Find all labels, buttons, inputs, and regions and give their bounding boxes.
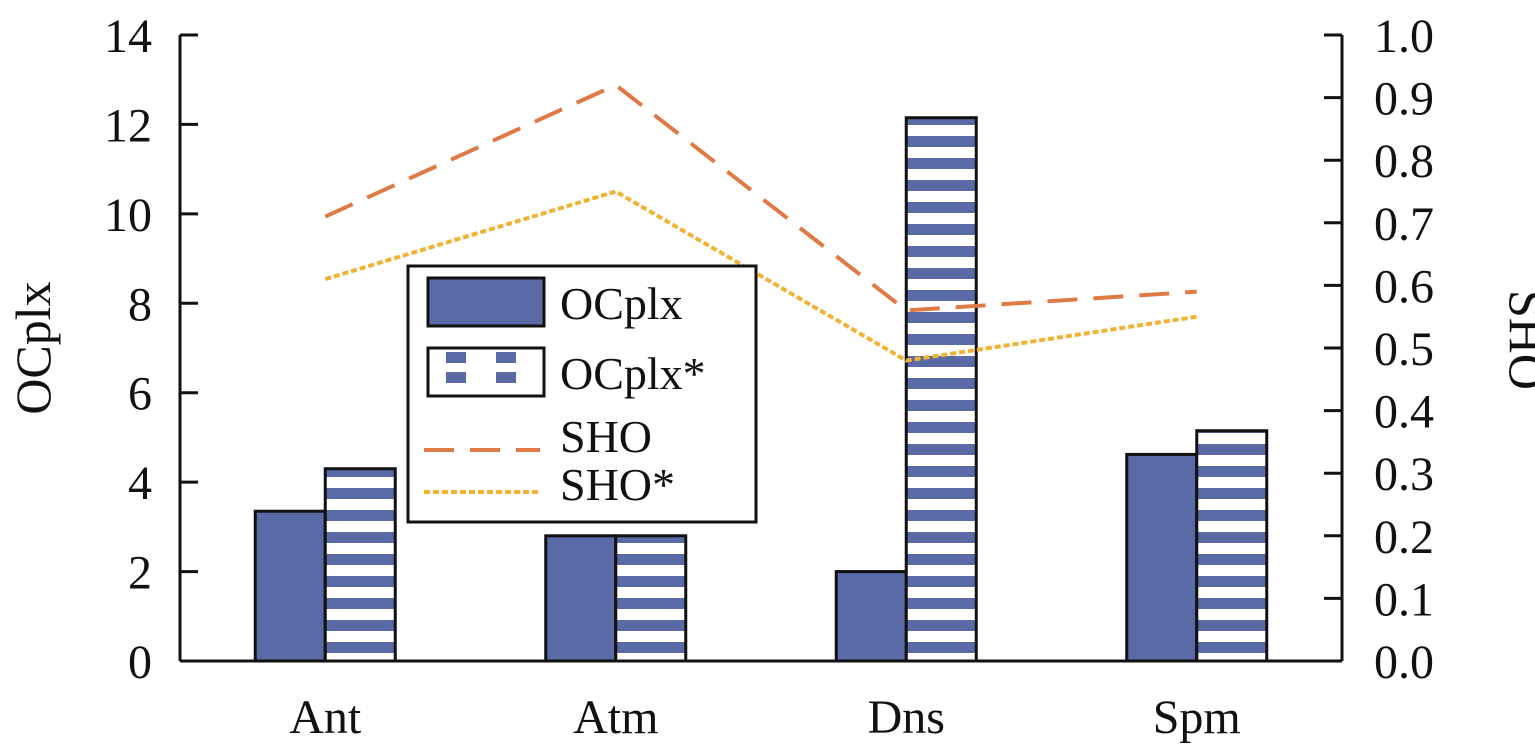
y-right-tick-label: 0.0 bbox=[1374, 636, 1434, 689]
y-left-tick-label: 2 bbox=[128, 547, 152, 600]
y-right-tick-label: 0.7 bbox=[1374, 198, 1434, 251]
line-sho-star bbox=[324, 189, 1198, 363]
x-tick-label: Ant bbox=[289, 691, 362, 744]
y-right-tick-label: 0.1 bbox=[1374, 573, 1434, 626]
legend: OCplx OCplx* SHO SHO* bbox=[406, 264, 758, 524]
line-sho bbox=[324, 82, 1197, 313]
bar-ocplx-star-dns bbox=[904, 116, 978, 663]
legend-label-ocplx: OCplx bbox=[560, 278, 683, 329]
legend-label-ocplx-star: OCplx* bbox=[560, 348, 706, 399]
y-right-tick-label: 0.3 bbox=[1374, 448, 1434, 501]
y-left-axis-title: OCplx bbox=[5, 281, 61, 414]
bar-ocplx-dns bbox=[834, 570, 908, 663]
legend-swatch-ocplx-star-dash-4 bbox=[496, 372, 516, 383]
bar-ocplx-star-spm bbox=[1195, 429, 1269, 663]
bar-ocplx-ant bbox=[253, 509, 327, 663]
bar-ocplx-star-ant bbox=[323, 467, 397, 663]
y-left-tick-label: 14 bbox=[104, 10, 152, 63]
legend-swatch-ocplx-star-dash-1 bbox=[446, 352, 466, 363]
x-tick-label: Atm bbox=[573, 691, 658, 744]
y-left-tick-label: 8 bbox=[128, 278, 152, 331]
y-right-axis-title: SHO bbox=[1499, 290, 1535, 390]
x-tick-label: Spm bbox=[1153, 691, 1241, 744]
bar-ocplx-spm bbox=[1125, 452, 1199, 663]
y-right-tick-label: 0.9 bbox=[1374, 73, 1434, 126]
y-left-tick-label: 0 bbox=[128, 636, 152, 689]
y-right-tick-label: 0.8 bbox=[1374, 135, 1434, 188]
legend-label-sho: SHO bbox=[560, 411, 652, 462]
y-right-tick-label: 0.5 bbox=[1374, 323, 1434, 376]
x-tick-label: Dns bbox=[868, 691, 945, 744]
legend-label-sho-star: SHO* bbox=[560, 459, 675, 510]
legend-swatch-ocplx-star-dash-3 bbox=[446, 372, 466, 383]
y-right-tick-label: 1.0 bbox=[1374, 10, 1434, 63]
legend-swatch-ocplx bbox=[426, 276, 546, 328]
bar-ocplx-star-atm bbox=[614, 534, 688, 663]
y-left-tick-label: 6 bbox=[128, 368, 152, 421]
y-right-tick-label: 0.2 bbox=[1374, 511, 1434, 564]
y-left-tick-label: 10 bbox=[104, 189, 152, 242]
y-right-tick-label: 0.6 bbox=[1374, 260, 1434, 313]
y-right-tick-label: 0.4 bbox=[1374, 386, 1434, 439]
legend-swatch-ocplx-star-dash-2 bbox=[496, 352, 516, 363]
y-left-tick-label: 4 bbox=[128, 457, 152, 510]
bar-ocplx-atm bbox=[544, 534, 618, 663]
y-left-tick-label: 12 bbox=[104, 99, 152, 152]
legend-swatch-ocplx-star bbox=[426, 346, 546, 398]
